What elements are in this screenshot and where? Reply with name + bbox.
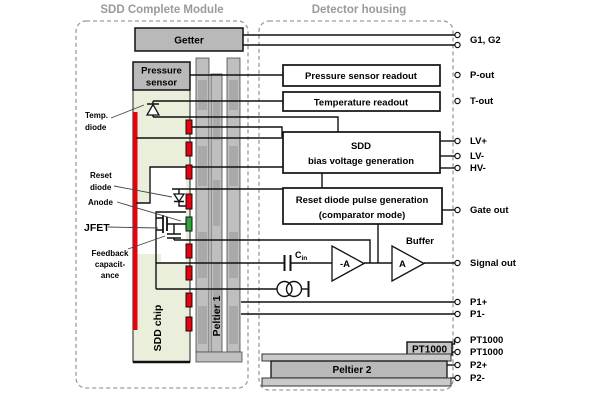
reset-pulse-line2: (comparator mode) [319,210,406,221]
amp-label: -A [340,259,350,270]
terminal-pt1000-2: PT1000 [470,347,503,358]
preamp: -A [331,244,366,283]
anode-leader [116,201,182,222]
bond-pad-red [185,292,193,308]
current-source [276,280,303,298]
current-source-icon [285,280,303,298]
buffer-title: Buffer [406,236,434,247]
terminal-p1-plus: P1+ [470,297,488,308]
chip-bias-wire-3 [136,166,283,204]
reset-diode-label-1: Reset [90,171,112,180]
terminal-gate-out: Gate out [470,205,509,216]
terminal-hv-minus: HV- [470,163,486,174]
sdd-bias-block: SDD bias voltage generation [282,131,441,174]
terminal-p2-minus: P2- [470,373,485,384]
chip-annotations: Temp. diode Reset diode Anode JFET Feedb… [84,104,182,280]
bond-pad-red [185,141,193,157]
terminal-pins [454,31,461,382]
wires [136,34,456,379]
pad1-bias-wire [191,126,283,137]
terminal-lv-minus: LV- [470,151,484,162]
terminal-signal-out: Signal out [470,258,517,269]
temp-diode-leader [110,104,145,119]
cin-label: Cin [295,250,307,262]
terminal-p1-minus: P1- [470,309,485,320]
terminal-lv-plus: LV+ [470,136,487,147]
bond-pad-red [185,193,193,210]
terminal-pout: P-out [470,70,495,81]
terminal-pt1000-1: PT1000 [470,335,503,346]
peltier2-bottom-plate [261,377,452,387]
entrance-window-line [133,112,138,330]
peltier1-label: Peltier 1 [211,295,223,336]
sdd-bias-line2: bias voltage generation [308,156,414,167]
cin-capacitor: Cin [283,250,307,271]
diode-bias-wire [153,116,339,132]
peltier2-top-plate [261,353,452,362]
pressure-sensor-line2: sensor [146,78,177,89]
housing-title: Detector housing [312,4,407,16]
reset-diode-icon [172,189,186,207]
temp-diode-label-2: diode [85,123,107,132]
pressure-readout-block: Pressure sensor readout [282,64,441,87]
temperature-readout-block: Temperature readout [282,91,441,112]
reset-diode-leader [113,185,173,198]
jfet-icon [162,215,186,233]
feedback-label-1: Feedback [92,249,129,258]
peltier1-base-cap [195,351,243,363]
sdd-module-boundary [75,20,249,389]
reset-diode-label-2: diode [90,183,112,192]
temperature-readout-label: Temperature readout [314,98,409,109]
jfet-leader [107,226,159,229]
amplifier-icon [331,244,366,283]
bond-pad-red [185,119,193,135]
pressure-sensor-block: Pressure sensor [132,61,191,91]
detector-housing-boundary [258,20,454,391]
jfet-label: JFET [84,222,110,234]
terminal-g1g2: G1, G2 [470,35,501,46]
current-source-icon [276,280,293,298]
bond-pad-red [185,316,193,332]
buffer-amp: Buffer A [391,236,434,283]
pt1000-block: PT1000 [406,341,453,356]
bond-pad-red [185,265,193,281]
sdd-bias-line1: SDD [351,141,371,152]
sdd-chip-label: SDD chip [152,305,164,352]
feedback-label-3: ance [101,271,120,280]
pt1000-box-label: PT1000 [412,345,447,356]
peltier2-label: Peltier 2 [333,365,372,376]
feedback-leader [127,235,166,250]
bond-pads [185,119,193,332]
temp-diode-label-1: Temp. [85,111,108,120]
terminal-tout: T-out [470,96,494,107]
terminals: G1, G2 P-out T-out LV+ LV- HV- Gate out … [454,31,517,384]
sdd-chip: SDD chip [132,89,191,364]
anode-pad-green [185,216,193,232]
buffer-gain-label: A [399,259,406,270]
bond-pad-red [185,243,193,259]
peltier2-block: Peltier 2 [261,353,452,387]
pressure-readout-label: Pressure sensor readout [305,71,418,82]
reset-pulse-line1: Reset diode pulse generation [296,195,429,206]
chip-symbols [145,101,186,240]
bond-pad-red [185,164,193,180]
capacitor-icon [283,255,292,271]
buffer-icon [391,244,426,283]
feedback-capacitor-icon [167,224,181,240]
pressure-sensor-line1: Pressure [141,66,182,77]
temp-diode-icon [145,101,161,117]
module-title: SDD Complete Module [100,4,223,16]
feedback-wire [174,239,371,263]
peltier1-stack: Peltier 1 [195,57,243,363]
getter-block: Getter [134,27,244,52]
feedback-label-2: capacit- [95,260,126,269]
jfet-leads [156,217,163,231]
getter-label: Getter [174,36,204,47]
column-texture [198,80,238,344]
anode-label: Anode [88,198,113,207]
terminal-p2-plus: P2+ [470,360,488,371]
reset-pulse-block: Reset diode pulse generation (comparator… [282,187,443,225]
